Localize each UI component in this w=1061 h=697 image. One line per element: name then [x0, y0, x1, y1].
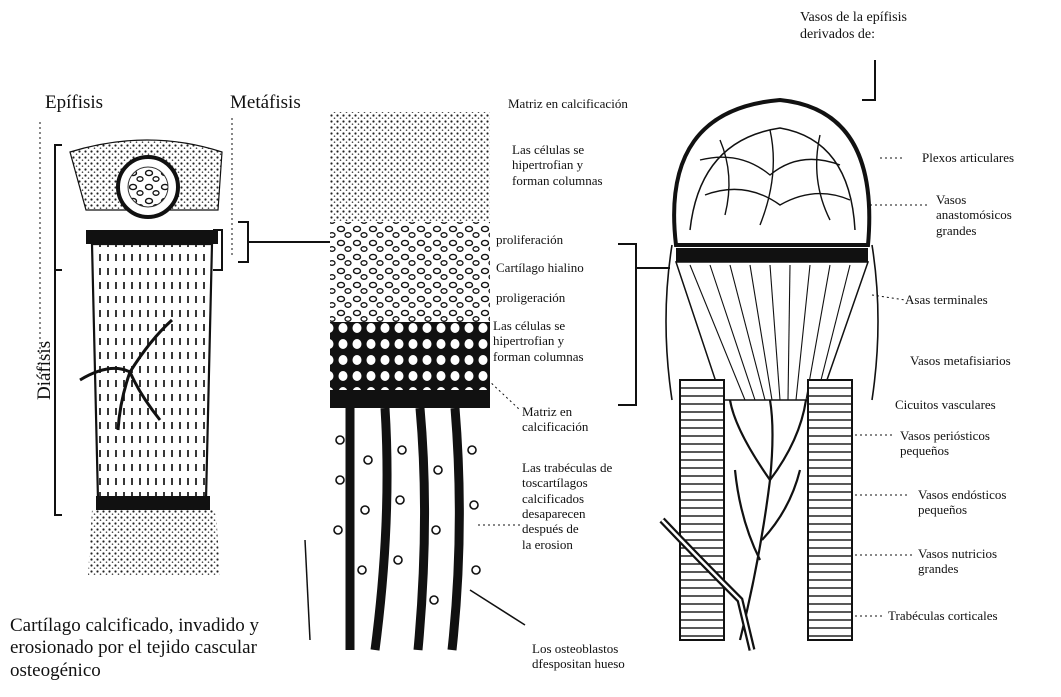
label-cicuitos-vasculares: Cicuitos vasculares — [895, 397, 996, 412]
label-asas-terminales: Asas terminales — [905, 292, 988, 307]
label-metafisis: Metáfisis — [230, 92, 301, 114]
vascular-bone-figure — [662, 60, 930, 650]
label-epifisis: Epífisis — [45, 92, 103, 114]
long-bone-figure — [40, 118, 330, 640]
cortex-right — [808, 380, 852, 640]
label-osteoblastos: Los osteoblastos dfespositan hueso — [532, 641, 625, 672]
label-cartilago-hialino: Cartílago hialino — [496, 260, 584, 275]
label-proliferacion: proliferación — [496, 232, 563, 247]
diaphysis-shaft — [92, 244, 212, 500]
resting-zone — [330, 112, 490, 222]
label-plexos-articulares: Plexos articulares — [922, 150, 1014, 165]
label-trabeculas-corticales: Trabéculas corticales — [888, 608, 998, 623]
epiphysis-head — [674, 100, 869, 245]
label-trabeculas: Las trabéculas de toscartílagos calcific… — [522, 460, 612, 552]
label-matriz-calcificacion: Matriz en calcificación — [522, 404, 588, 435]
cortex-left — [680, 380, 724, 640]
growth-plate-bottom — [96, 496, 210, 510]
calcified-matrix — [330, 390, 490, 408]
epifisis-bracket — [55, 145, 62, 270]
label-matriz-top: Matriz en calcificación — [508, 96, 628, 111]
label-vasos-nutricios: Vasos nutricios grandes — [918, 546, 997, 577]
label-proligeracion: proligeración — [496, 290, 565, 305]
hypertrophy-zone — [330, 322, 490, 390]
metafisis-bracket-large — [238, 222, 330, 262]
growth-plate-top — [86, 230, 218, 244]
header-vasos-epifisis: Vasos de la epífisis derivados de: — [800, 10, 907, 43]
growth-plate-histology — [330, 112, 670, 650]
label-hipertrofia-bottom: Las células se hipertrofian y forman col… — [493, 318, 584, 364]
label-vasos-metafisiarios: Vasos metafisiarios — [910, 353, 1011, 368]
label-vasos-endosticos: Vasos endósticos pequeños — [918, 487, 1006, 518]
label-diafisis: Diáfisis — [34, 341, 56, 400]
caption-cartilago-calcificado: Cartílago calcificado, invadido y erosio… — [10, 615, 259, 682]
label-hipertrofia-top: Las células se hipertrofian y forman col… — [512, 142, 603, 188]
trabeculae — [350, 408, 459, 650]
zone-bracket — [618, 244, 670, 405]
label-vasos-periosticos: Vasos periósticos pequeños — [900, 428, 990, 459]
proliferation-zone — [330, 222, 490, 322]
growth-plate — [676, 248, 868, 262]
label-vasos-anastomosicos: Vasos anastomósicos grandes — [936, 192, 1012, 238]
